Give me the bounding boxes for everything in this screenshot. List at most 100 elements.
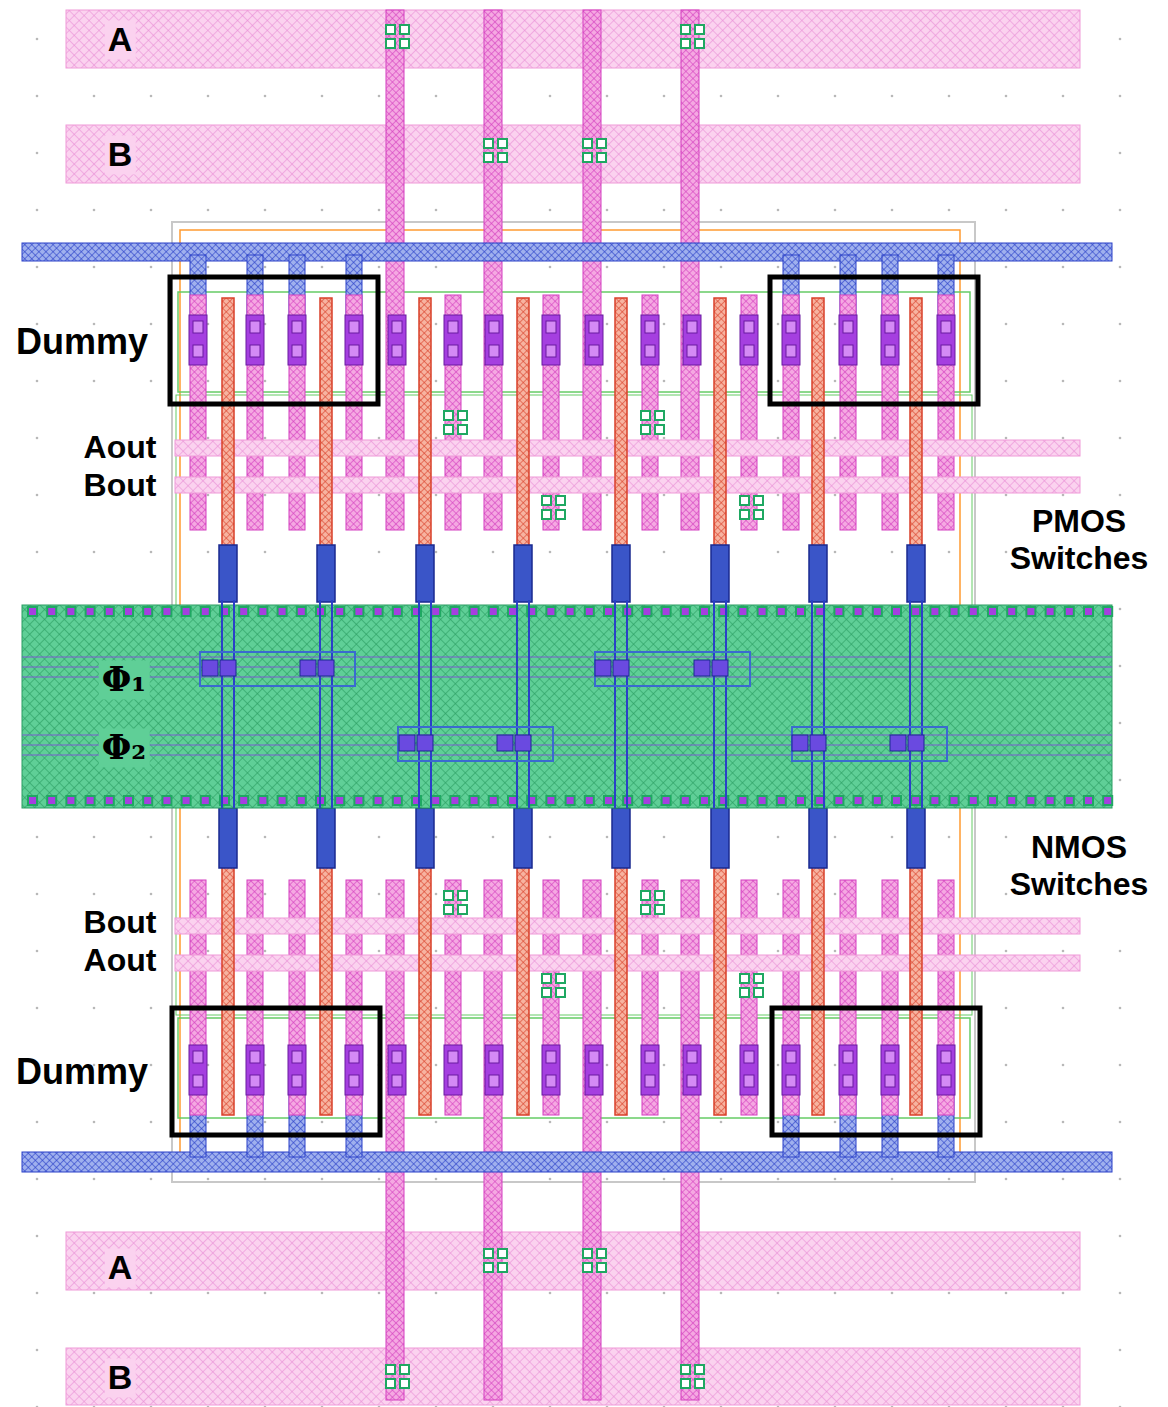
band-contact	[585, 796, 594, 805]
via	[498, 1249, 507, 1258]
contact-cut	[349, 321, 359, 333]
gate-strap	[626, 600, 628, 808]
poly-gate	[714, 298, 726, 546]
diffusion-strip	[247, 880, 263, 1115]
via	[542, 510, 551, 519]
diff-contact	[246, 1045, 264, 1095]
gate-strap	[233, 600, 235, 808]
band-contact	[143, 796, 152, 805]
gate-contact	[219, 545, 237, 602]
band-contact	[662, 796, 671, 805]
band-contact	[393, 796, 402, 805]
diff-contact	[345, 1045, 363, 1095]
band-contact	[662, 607, 671, 616]
clock-tap	[792, 727, 947, 761]
band-contact	[796, 607, 805, 616]
layout-label: Aout	[81, 429, 160, 466]
contact-cut	[546, 345, 556, 357]
band-contact	[162, 607, 171, 616]
band-contact	[988, 796, 997, 805]
dummy-outline	[772, 1008, 980, 1135]
contact-cut	[193, 345, 203, 357]
via	[484, 1249, 493, 1258]
gate-contact	[612, 808, 630, 868]
band-contact	[604, 796, 613, 805]
clock-via	[890, 735, 906, 751]
gate-strap	[823, 600, 825, 808]
contact-cut	[292, 1075, 302, 1087]
dummy-outline	[170, 277, 378, 404]
via	[681, 1365, 690, 1374]
band-contact	[815, 607, 824, 616]
contact-cut	[489, 345, 499, 357]
diff-contact	[189, 315, 207, 365]
band-contact	[86, 607, 95, 616]
band-contact	[815, 796, 824, 805]
contact-cut	[250, 345, 260, 357]
via	[597, 1249, 606, 1258]
diffusion-strip	[346, 295, 362, 530]
via	[400, 1365, 409, 1374]
via	[458, 425, 467, 434]
diff-contact	[542, 315, 560, 365]
via	[498, 153, 507, 162]
band-contact	[1084, 607, 1093, 616]
via	[754, 510, 763, 519]
gate-contact	[416, 545, 434, 602]
metal-bus	[66, 125, 1080, 183]
band-contact	[258, 607, 267, 616]
contact-cut	[744, 321, 754, 333]
poly-gate	[517, 298, 529, 546]
band-contact	[374, 607, 383, 616]
band-contact	[988, 607, 997, 616]
clock-band	[22, 605, 1112, 808]
contact-cut	[687, 345, 697, 357]
band-contact	[297, 796, 306, 805]
diffusion-strip	[882, 880, 898, 1115]
metal-bus	[66, 10, 1080, 68]
layout-label: Bout	[81, 904, 160, 941]
band-contact	[508, 607, 517, 616]
band-contact	[566, 607, 575, 616]
contact-cut	[885, 1075, 895, 1087]
band-contact	[28, 607, 37, 616]
band-contact	[201, 796, 210, 805]
band-contact	[566, 796, 575, 805]
band-contact	[1084, 796, 1093, 805]
band-contact	[124, 607, 133, 616]
band-contact	[758, 796, 767, 805]
diffusion-strip	[346, 880, 362, 1115]
contact-cut	[744, 1051, 754, 1063]
via	[444, 905, 453, 914]
diff-contact	[839, 315, 857, 365]
band-contact	[47, 796, 56, 805]
via	[556, 974, 565, 983]
poly-gate	[910, 298, 922, 546]
band-contact	[681, 796, 690, 805]
band-contact	[873, 607, 882, 616]
band-contact	[258, 796, 267, 805]
contact-cut	[489, 1051, 499, 1063]
via	[695, 1365, 704, 1374]
contact-cut	[645, 1051, 655, 1063]
via	[740, 988, 749, 997]
via	[655, 411, 664, 420]
contact-cut	[589, 345, 599, 357]
band-contact	[124, 796, 133, 805]
clock-via	[300, 660, 316, 676]
diffusion-strip	[543, 295, 559, 530]
band-contact	[182, 607, 191, 616]
diff-contact	[189, 1045, 207, 1095]
contact-cut	[885, 321, 895, 333]
band-contact	[777, 607, 786, 616]
via	[597, 1263, 606, 1272]
via	[597, 153, 606, 162]
diff-contact	[444, 315, 462, 365]
band-contact	[642, 607, 651, 616]
diff-contact	[937, 1045, 955, 1095]
diffusion-strip	[445, 880, 461, 1115]
via	[542, 974, 551, 983]
via	[583, 153, 592, 162]
